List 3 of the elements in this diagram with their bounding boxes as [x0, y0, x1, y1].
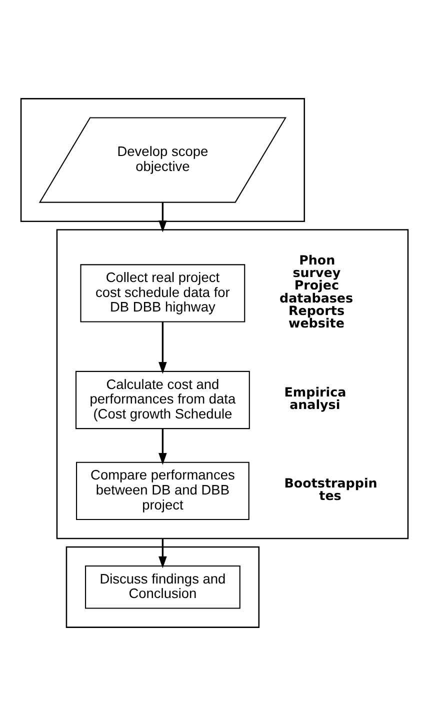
node-label: Phon survey Projec databases Reports website — [280, 252, 354, 331]
node-label: Bootstrappin tes — [284, 475, 378, 504]
node-label: Empirica analysi — [284, 384, 346, 412]
